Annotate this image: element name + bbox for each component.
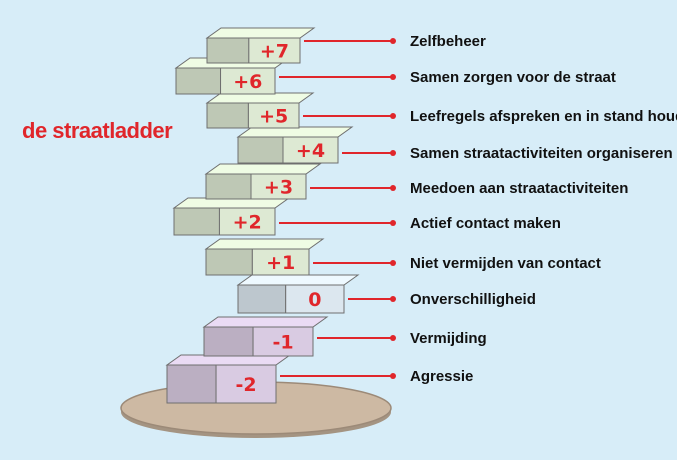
ladder-block: -2 bbox=[165, 354, 292, 404]
step-label: Niet vermijden van contact bbox=[410, 255, 601, 272]
block-front-face bbox=[282, 136, 339, 164]
step-level-number: +3 bbox=[264, 177, 293, 199]
step-level-number: +5 bbox=[259, 106, 288, 128]
block-top-face bbox=[204, 163, 322, 175]
step-label: Onverschilligheid bbox=[410, 291, 536, 308]
connector-dot bbox=[390, 260, 396, 266]
step-label: Meedoen aan straatactiviteiten bbox=[410, 180, 628, 197]
block-side-face bbox=[206, 37, 250, 64]
ladder-block: +7 bbox=[205, 27, 316, 64]
block-front-face bbox=[247, 102, 300, 129]
step-level-number: +4 bbox=[296, 140, 325, 162]
connector-dot bbox=[390, 113, 396, 119]
step-level-number: +1 bbox=[266, 252, 295, 274]
connector-dot bbox=[390, 185, 396, 191]
connector-dot bbox=[390, 373, 396, 379]
block-side-face bbox=[205, 248, 253, 276]
block-front-face bbox=[252, 326, 314, 357]
step-level-number: +2 bbox=[233, 212, 262, 234]
block-top-face bbox=[204, 238, 325, 250]
diagram-title: de straatladder bbox=[22, 118, 173, 143]
blocks-layer: -2 -1 0 +1+2+3+4 +5 +6 +7 bbox=[165, 27, 360, 404]
step-label: Leefregels afspreken en in stand houden bbox=[410, 108, 677, 125]
block-front-face bbox=[250, 173, 307, 200]
block-front-face bbox=[248, 37, 301, 64]
block-top-face bbox=[205, 27, 316, 39]
block-side-face bbox=[175, 67, 222, 95]
labels-layer: Agressie Vermijding Onverschilligheid Niet … bbox=[279, 33, 677, 385]
connector-dot bbox=[390, 150, 396, 156]
block-top-face bbox=[236, 274, 360, 286]
block-side-face bbox=[237, 136, 284, 164]
connector-dot bbox=[390, 74, 396, 80]
block-side-face bbox=[205, 173, 252, 200]
ladder-block: +1 bbox=[204, 238, 325, 276]
ladder-block: +5 bbox=[205, 92, 315, 129]
block-side-face bbox=[166, 364, 217, 404]
block-front-face bbox=[218, 207, 276, 236]
block-front-face bbox=[285, 284, 345, 314]
step-label: Agressie bbox=[410, 368, 473, 385]
step-level-number: +6 bbox=[233, 71, 262, 93]
step-level-number: +7 bbox=[260, 41, 289, 63]
connector-dot bbox=[390, 335, 396, 341]
connector-dot bbox=[390, 38, 396, 44]
block-side-face bbox=[206, 102, 249, 129]
block-top-face bbox=[202, 316, 329, 328]
ladder-block: 0 bbox=[236, 274, 360, 314]
block-front-face bbox=[220, 67, 276, 95]
step-label: Samen zorgen voor de straat bbox=[410, 69, 616, 86]
ladder-block: +3 bbox=[204, 163, 322, 200]
connector-dot bbox=[390, 220, 396, 226]
block-side-face bbox=[173, 207, 220, 236]
ladder-block: -1 bbox=[202, 316, 329, 357]
step-level-number: 0 bbox=[308, 289, 321, 311]
block-side-face bbox=[203, 326, 254, 357]
block-front-face bbox=[215, 364, 277, 404]
step-label: Zelfbeheer bbox=[410, 33, 486, 50]
block-front-face bbox=[251, 248, 310, 276]
connector-dot bbox=[390, 296, 396, 302]
step-label: Samen straatactiviteiten organiseren bbox=[410, 145, 673, 162]
step-label: Actief contact maken bbox=[410, 215, 561, 232]
block-side-face bbox=[237, 284, 287, 314]
step-level-number: -2 bbox=[235, 374, 256, 396]
ladder-block: +2 bbox=[172, 197, 291, 236]
step-label: Vermijding bbox=[410, 330, 487, 347]
step-level-number: -1 bbox=[272, 332, 293, 354]
ladder-block: +4 bbox=[236, 126, 354, 164]
